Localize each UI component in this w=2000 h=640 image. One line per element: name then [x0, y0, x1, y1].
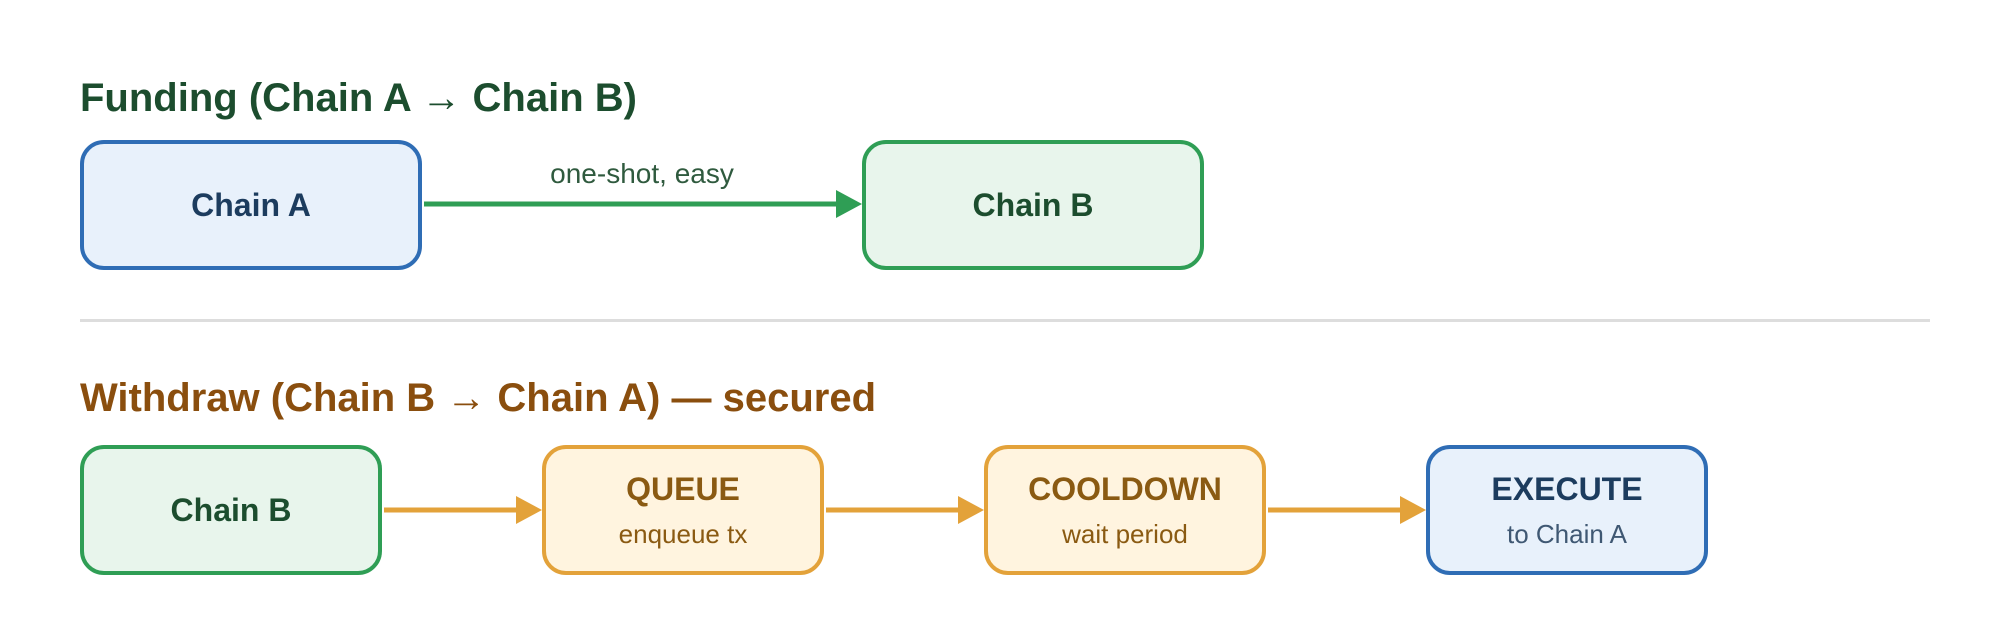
step-subtitle: enqueue tx	[618, 519, 748, 550]
funding-arrow	[424, 190, 862, 218]
withdraw-arrow-1	[384, 496, 542, 524]
funding-target-node: Chain B	[862, 140, 1204, 270]
withdraw-step-chain-b: Chain B	[80, 445, 382, 575]
step-title: EXECUTE	[1491, 471, 1643, 508]
node-label: Chain A	[191, 186, 311, 223]
funding-title: Funding (Chain A → Chain B)	[80, 76, 637, 120]
step-title: COOLDOWN	[1028, 471, 1222, 508]
step-subtitle: to Chain A	[1507, 519, 1627, 550]
withdraw-step-queue: QUEUE enqueue tx	[542, 445, 824, 575]
funding-source-node: Chain A	[80, 140, 422, 270]
withdraw-step-execute: EXECUTE to Chain A	[1426, 445, 1708, 575]
step-title: Chain B	[170, 491, 292, 528]
section-divider	[80, 319, 1930, 322]
withdraw-arrow-2	[826, 496, 984, 524]
step-title: QUEUE	[626, 471, 740, 508]
withdraw-arrow-3	[1268, 496, 1426, 524]
withdraw-title: Withdraw (Chain B → Chain A) — secured	[80, 376, 876, 420]
step-subtitle: wait period	[1062, 519, 1188, 550]
node-label: Chain B	[972, 186, 1094, 223]
withdraw-step-cooldown: COOLDOWN wait period	[984, 445, 1266, 575]
funding-edge-label: one-shot, easy	[550, 158, 734, 189]
